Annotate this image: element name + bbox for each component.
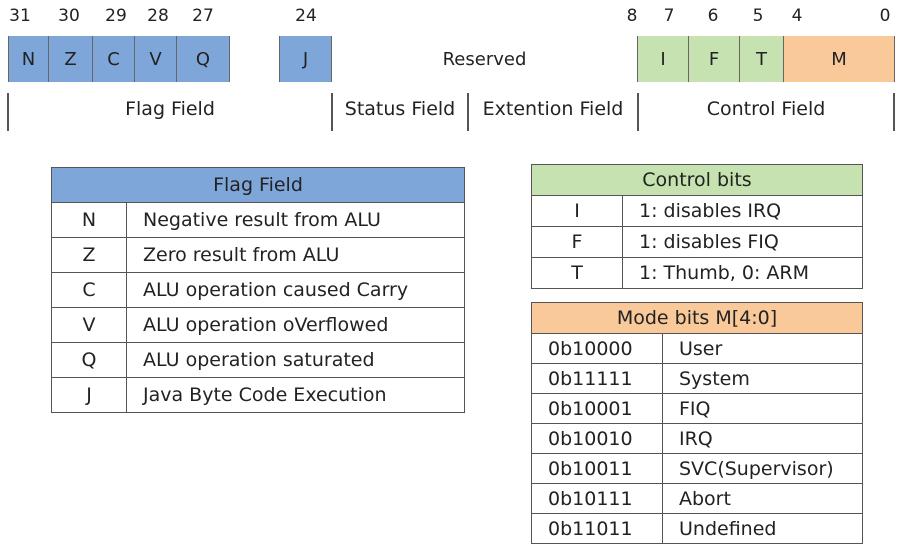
- mode-name: IRQ: [662, 423, 863, 454]
- flag-description: Zero result from ALU: [126, 237, 465, 273]
- flag-description: Java Byte Code Execution: [126, 377, 465, 413]
- extension-field-label: Extention Field: [482, 98, 624, 120]
- flag-bit: N: [51, 202, 127, 238]
- bit-number-5: 5: [752, 6, 764, 26]
- mode-table-title: Mode bits M[4:0]: [531, 302, 863, 334]
- bit-number-0: 0: [879, 6, 891, 26]
- flag-bit: Z: [51, 237, 127, 273]
- register-cell-c: C: [93, 36, 135, 82]
- bit-number-24: 24: [295, 6, 317, 26]
- flag-bit: J: [51, 377, 127, 413]
- mode-code: 0b10000: [531, 333, 663, 364]
- field-divider: [893, 93, 895, 131]
- bit-number-7: 7: [663, 6, 675, 26]
- control-bit: I: [531, 195, 623, 227]
- register-cell-n: N: [9, 36, 49, 82]
- bit-number-6: 6: [707, 6, 719, 26]
- flag-bit: Q: [51, 342, 127, 378]
- field-divider: [467, 93, 469, 131]
- control-description: 1: Thumb, 0: ARM: [622, 257, 863, 289]
- mode-code: 0b10010: [531, 423, 663, 454]
- register-cell-reserved: Reserved: [332, 36, 638, 82]
- register-cell-empty: [230, 36, 280, 82]
- register-cell-q: Q: [177, 36, 230, 82]
- control-table-title: Control bits: [531, 164, 863, 196]
- mode-code: 0b10001: [531, 393, 663, 424]
- register-cell-m: M: [784, 36, 894, 82]
- register-cell-j: J: [280, 36, 332, 82]
- mode-name: FIQ: [662, 393, 863, 424]
- flag-bit: V: [51, 307, 127, 343]
- mode-name: Abort: [662, 483, 863, 514]
- flag-field-label: Flag Field: [125, 98, 215, 120]
- control-description: 1: disables FIQ: [622, 226, 863, 258]
- register-cell-z: Z: [49, 36, 93, 82]
- flag-description: ALU operation oVerflowed: [126, 307, 465, 343]
- mode-code: 0b10011: [531, 453, 663, 484]
- status-field-label: Status Field: [344, 98, 456, 120]
- register-cell-f: F: [689, 36, 740, 82]
- field-divider: [637, 93, 639, 131]
- bit-number-8: 8: [626, 6, 638, 26]
- register-cell-t: T: [740, 36, 784, 82]
- control-bit: T: [531, 257, 623, 289]
- bit-number-30: 30: [58, 6, 80, 26]
- mode-name: System: [662, 363, 863, 394]
- flag-description: Negative result from ALU: [126, 202, 465, 238]
- flag-bit: C: [51, 272, 127, 308]
- mode-name: User: [662, 333, 863, 364]
- bit-number-4: 4: [791, 6, 803, 26]
- mode-code: 0b11111: [531, 363, 663, 394]
- control-bit: F: [531, 226, 623, 258]
- mode-name: Undefined: [662, 513, 863, 544]
- field-divider: [7, 93, 9, 131]
- control-field-label: Control Field: [706, 98, 826, 120]
- flag-description: ALU operation caused Carry: [126, 272, 465, 308]
- flag-description: ALU operation saturated: [126, 342, 465, 378]
- mode-code: 0b11011: [531, 513, 663, 544]
- flag-table-title: Flag Field: [51, 167, 465, 203]
- mode-name: SVC(Supervisor): [662, 453, 863, 484]
- register-cell-v: V: [135, 36, 177, 82]
- control-description: 1: disables IRQ: [622, 195, 863, 227]
- field-divider: [331, 93, 333, 131]
- bit-number-28: 28: [147, 6, 169, 26]
- bit-number-31: 31: [9, 6, 31, 26]
- bit-number-27: 27: [192, 6, 214, 26]
- register-cell-i: I: [638, 36, 689, 82]
- bit-number-29: 29: [105, 6, 127, 26]
- mode-code: 0b10111: [531, 483, 663, 514]
